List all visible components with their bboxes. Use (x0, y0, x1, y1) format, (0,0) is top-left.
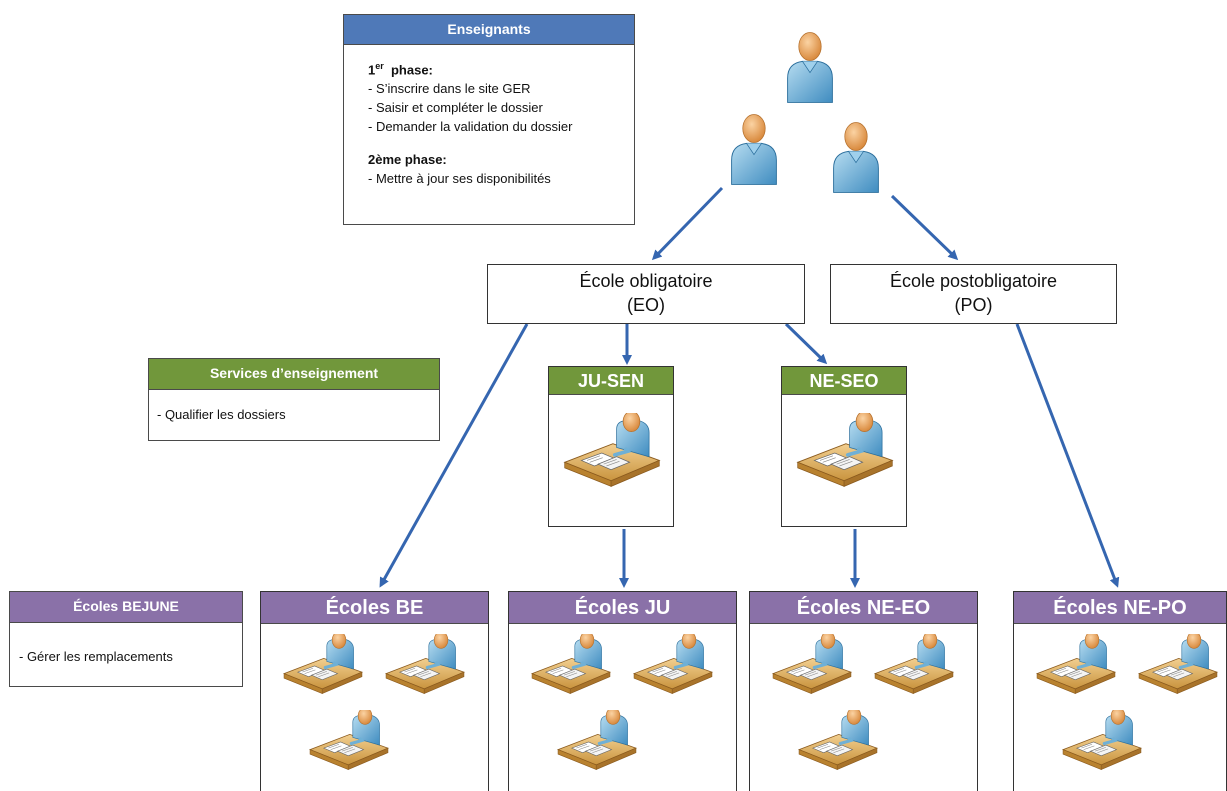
phase1-item: - Demander la validation du dossier (368, 119, 573, 135)
services-panel: Services d’enseignement - Qualifier les … (148, 358, 440, 441)
person-at-desk-icon (383, 634, 467, 698)
school-group-label: Écoles JU (509, 592, 736, 624)
phase1-item: - Saisir et compléter le dossier (368, 100, 543, 116)
person-at-desk-icon (796, 710, 880, 774)
school-group-ne-po: Écoles NE-PO (1013, 591, 1227, 791)
arrow-po-to-ecoles-ne-po (1015, 323, 1120, 588)
user-person-icon (726, 110, 782, 188)
person-at-desk-icon (1034, 634, 1118, 698)
school-group-ju: Écoles JU (508, 591, 737, 791)
person-at-desk-icon (555, 710, 639, 774)
enseignants-title: Enseignants (344, 15, 634, 45)
phase1-heading: 1er phase: (368, 61, 433, 78)
user-person-icon (828, 118, 884, 196)
school-group-label: Écoles NE-PO (1014, 592, 1226, 624)
ecoles-bejune-text: - Gérer les remplacements (19, 649, 173, 664)
person-at-desk-icon (770, 634, 854, 698)
phase2-heading: 2ème phase: (368, 152, 447, 168)
service-unit-ne-seo: NE-SEO (781, 366, 907, 527)
school-group-label: Écoles BE (261, 592, 488, 624)
services-text: - Qualifier les dossiers (157, 407, 286, 422)
person-at-desk-icon (529, 634, 613, 698)
arrow-teachers-to-po (890, 194, 959, 261)
services-title: Services d’enseignement (149, 359, 439, 390)
person-at-desk-icon (794, 413, 896, 493)
person-at-desk-icon (1136, 634, 1220, 698)
school-group-be: Écoles BE (260, 591, 489, 791)
person-at-desk-icon (561, 413, 663, 493)
arrow-eo-to-ne-seo (784, 322, 828, 365)
service-unit-label: NE-SEO (782, 367, 906, 395)
ecole-postobligatoire-box: École postobligatoire (PO) (830, 264, 1117, 324)
ecoles-bejune-title: Écoles BEJUNE (10, 592, 242, 623)
ecoles-bejune-panel: Écoles BEJUNE - Gérer les remplacements (9, 591, 243, 687)
person-at-desk-icon (872, 634, 956, 698)
ecole-obligatoire-name: École obligatoire (579, 271, 713, 291)
enseignants-body: 1er phase: - S’inscrire dans le site GER… (368, 57, 573, 188)
school-group-label: Écoles NE-EO (750, 592, 977, 624)
ecole-obligatoire-abbr: (EO) (627, 295, 665, 315)
person-at-desk-icon (281, 634, 365, 698)
ecole-postobligatoire-name: École postobligatoire (889, 271, 1058, 291)
phase1-item: - S’inscrire dans le site GER (368, 81, 531, 97)
phase2-item: - Mettre à jour ses disponibilités (368, 171, 551, 187)
service-unit-label: JU-SEN (549, 367, 673, 395)
enseignants-panel: Enseignants 1er phase: - S’inscrire dans… (343, 14, 635, 225)
service-unit-ju-sen: JU-SEN (548, 366, 674, 527)
school-group-ne-eo: Écoles NE-EO (749, 591, 978, 791)
user-person-icon (782, 28, 838, 106)
person-at-desk-icon (307, 710, 391, 774)
ecole-obligatoire-box: École obligatoire (EO) (487, 264, 805, 324)
person-at-desk-icon (631, 634, 715, 698)
arrow-teachers-to-eo (651, 186, 724, 261)
person-at-desk-icon (1060, 710, 1144, 774)
ecole-postobligatoire-abbr: (PO) (954, 295, 993, 315)
